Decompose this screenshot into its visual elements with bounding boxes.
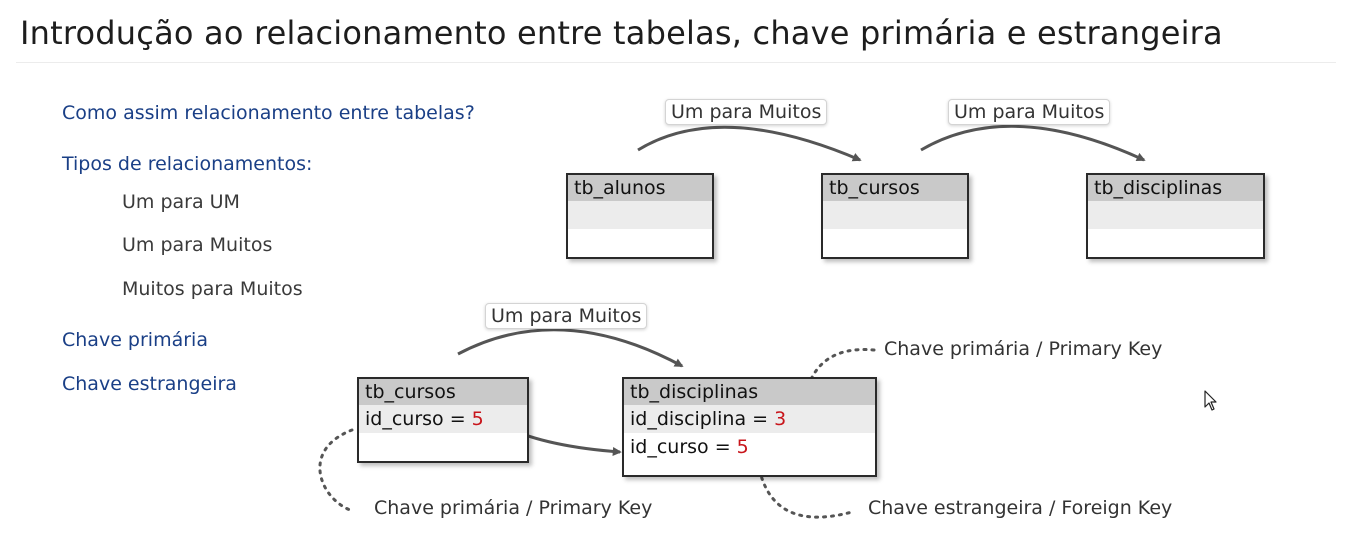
relation-label-bottom: Um para Muitos bbox=[485, 303, 648, 329]
field-id-curso: id_curso = bbox=[365, 408, 472, 430]
table-tb-alunos: tb_alunos bbox=[566, 173, 714, 259]
table-row bbox=[823, 201, 967, 229]
annotation-fk-disciplinas: Chave estrangeira / Foreign Key bbox=[868, 497, 1173, 519]
table-tb-disciplinas: tb_disciplinas bbox=[1086, 173, 1265, 259]
relation-arrow-bottom bbox=[457, 328, 684, 368]
table-row bbox=[568, 229, 712, 257]
field-id-curso-fk: id_curso = bbox=[630, 436, 737, 458]
topic-type-one-to-one: Um para UM bbox=[122, 191, 240, 213]
topic-type-one-to-many: Um para Muitos bbox=[122, 234, 273, 256]
field-id-curso-fk-value: 5 bbox=[736, 436, 749, 458]
relation-label-cursos-disciplinas: Um para Muitos bbox=[948, 99, 1111, 125]
table-row bbox=[823, 229, 967, 257]
table-row: id_disciplina = 3 bbox=[624, 405, 875, 433]
table-name: tb_disciplinas bbox=[624, 379, 875, 405]
table-row bbox=[1088, 201, 1263, 229]
table-row: id_curso = 5 bbox=[359, 405, 527, 433]
topic-foreign-key: Chave estrangeira bbox=[62, 373, 237, 395]
relation-arrow-cursos-disciplinas bbox=[920, 124, 1146, 162]
mouse-pointer-icon bbox=[1204, 390, 1218, 416]
relation-arrow-alunos-cursos bbox=[637, 125, 862, 162]
table-name: tb_cursos bbox=[359, 379, 527, 405]
title-divider bbox=[16, 62, 1336, 63]
annotation-pk-cursos: Chave primária / Primary Key bbox=[374, 497, 653, 519]
field-id-disciplina-value: 3 bbox=[774, 408, 787, 430]
table-name: tb_cursos bbox=[823, 175, 967, 201]
page-title: Introdução ao relacionamento entre tabel… bbox=[20, 14, 1223, 52]
table-name: tb_disciplinas bbox=[1088, 175, 1263, 201]
table-tb-disciplinas-detail: tb_disciplinas id_disciplina = 3 id_curs… bbox=[622, 377, 877, 477]
table-row: id_curso = 5 bbox=[624, 433, 875, 461]
table-tb-cursos-detail: tb_cursos id_curso = 5 bbox=[357, 377, 529, 463]
field-id-disciplina: id_disciplina = bbox=[630, 408, 775, 430]
relation-label-alunos-cursos: Um para Muitos bbox=[665, 99, 828, 125]
topic-primary-key: Chave primária bbox=[62, 329, 208, 351]
pk-cursos-leader bbox=[318, 428, 354, 512]
table-row bbox=[568, 201, 712, 229]
topic-types-heading: Tipos de relacionamentos: bbox=[62, 153, 313, 175]
field-id-curso-value: 5 bbox=[471, 408, 484, 430]
table-tb-cursos: tb_cursos bbox=[821, 173, 969, 259]
annotation-pk-disciplinas: Chave primária / Primary Key bbox=[884, 338, 1163, 360]
topic-type-many-to-many: Muitos para Muitos bbox=[122, 278, 303, 300]
topic-how-relationship: Como assim relacionamento entre tabelas? bbox=[62, 102, 475, 124]
table-name: tb_alunos bbox=[568, 175, 712, 201]
table-row bbox=[359, 433, 527, 461]
table-row bbox=[1088, 229, 1263, 257]
